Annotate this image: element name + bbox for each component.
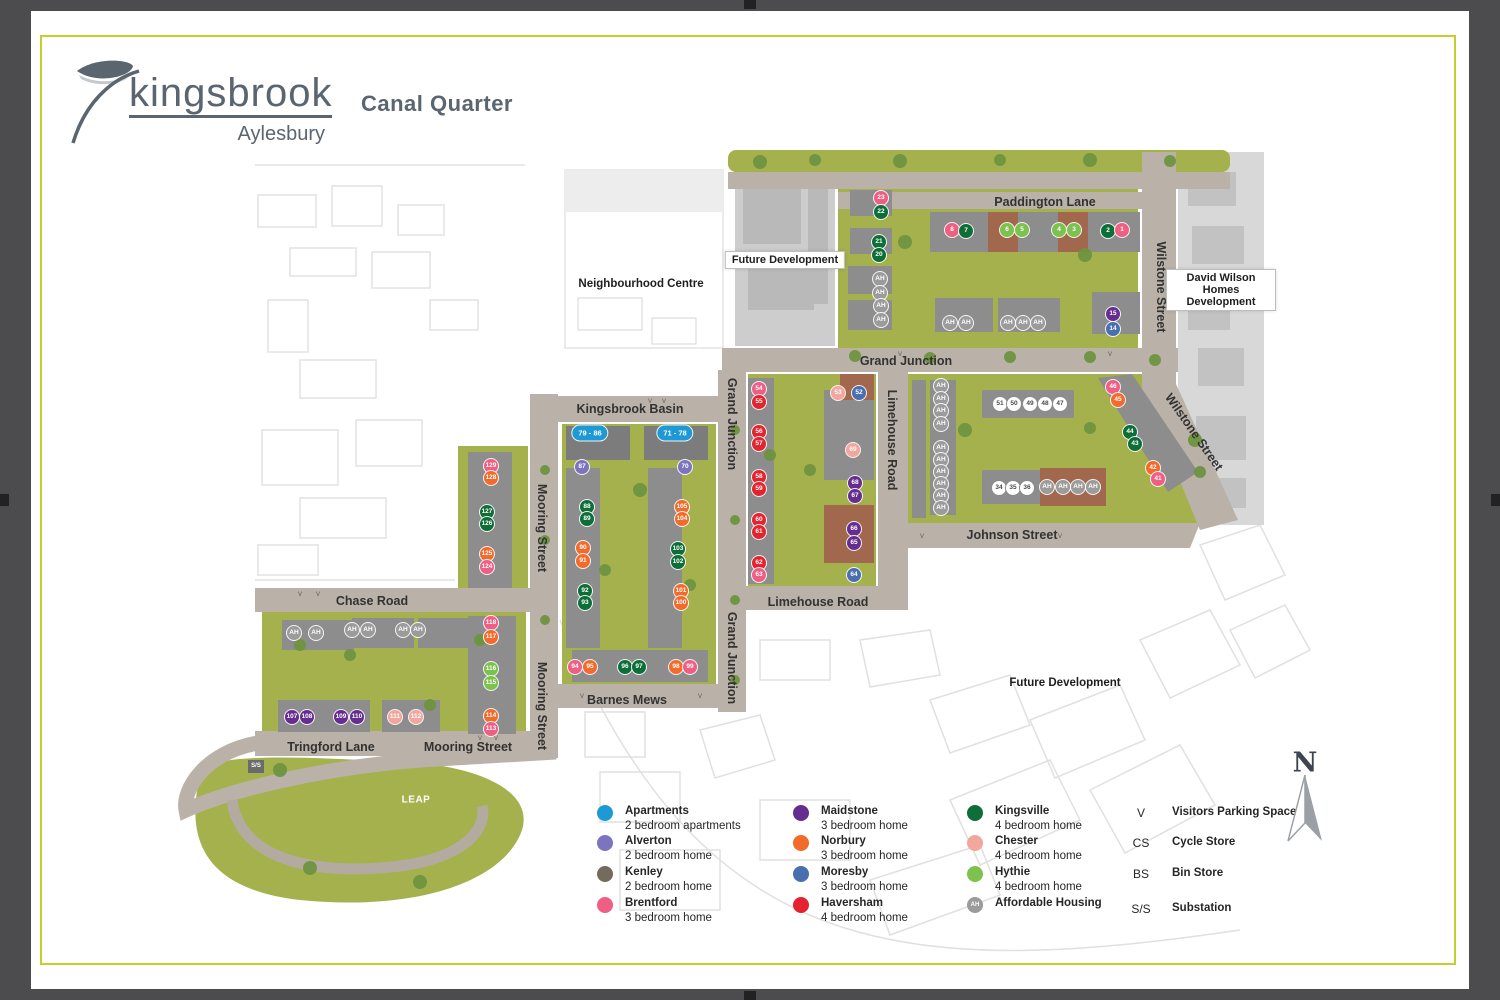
legend-item-maidstone: Maidstone 3 bedroom home [793, 804, 908, 834]
maidstone-color-dot [793, 805, 809, 821]
north-arrow-icon [1287, 774, 1322, 842]
svg-text:V: V [478, 736, 482, 742]
legend-item-alverton: Alverton 2 bedroom home [597, 834, 712, 864]
svg-text:V: V [1058, 534, 1062, 540]
legend-label-bin-store: Bin Store [1172, 867, 1224, 879]
legend-item-kenley: Kenley 2 bedroom home [597, 865, 712, 895]
brentford-color-dot [597, 897, 613, 913]
brand-name: kingsbrook [129, 73, 333, 118]
legend-name: Maidstone [821, 805, 878, 817]
legend-desc: 3 bedroom home [821, 880, 908, 893]
svg-text:V: V [648, 399, 652, 405]
regmark-top [744, 0, 756, 9]
legend-item-norbury: Norbury 3 bedroom home [793, 834, 908, 864]
legend-code-substation: S/S [1131, 902, 1151, 916]
legend-desc: 3 bedroom home [625, 911, 712, 924]
legend-desc: 3 bedroom home [821, 849, 908, 862]
page-title: Canal Quarter [361, 91, 513, 116]
affordable-housing-color-dot: AH [967, 897, 983, 913]
kingsville-color-dot [967, 805, 983, 821]
legend-item-kingsville: Kingsville 4 bedroom home [967, 804, 1082, 834]
legend-desc: 2 bedroom home [625, 849, 712, 862]
legend-name: Chester [995, 835, 1038, 847]
legend-name: Kingsville [995, 805, 1050, 817]
legend-name: Affordable Housing [995, 897, 1102, 909]
legend-label-cycle-store: Cycle Store [1172, 836, 1236, 848]
norbury-color-dot [793, 835, 809, 851]
legend-desc: 2 bedroom apartments [625, 819, 741, 832]
legend-desc: 2 bedroom home [625, 880, 712, 893]
svg-text:V: V [298, 592, 302, 598]
legend-name: Norbury [821, 835, 866, 847]
hythie-color-dot [967, 866, 983, 882]
legend-item-affordable-housing: AH Affordable Housing [967, 896, 1102, 913]
chester-color-dot [967, 835, 983, 851]
regmark-right [1491, 494, 1500, 506]
svg-text:V: V [898, 352, 902, 358]
legend-item-hythie: Hythie 4 bedroom home [967, 865, 1082, 895]
legend-name: Kenley [625, 866, 663, 878]
svg-text:V: V [316, 592, 320, 598]
legend-name: Hythie [995, 866, 1031, 878]
legend-item-haversham: Haversham 4 bedroom home [793, 896, 908, 926]
svg-text:V: V [494, 736, 498, 742]
plan-page: kingsbrook Aylesbury Canal Quarter [31, 11, 1469, 989]
svg-text:V: V [1108, 352, 1112, 358]
apartments-color-dot [597, 805, 613, 821]
legend-name: Apartments [625, 805, 689, 817]
brand-location: Aylesbury [237, 123, 325, 145]
regmark-left [0, 494, 9, 506]
legend-name: Haversham [821, 897, 884, 909]
regmark-bottom [744, 991, 756, 1000]
legend-desc: 4 bedroom home [995, 849, 1082, 862]
legend-code-visitors-parking-space: V [1136, 806, 1146, 820]
legend-desc: 4 bedroom home [821, 911, 908, 924]
legend-label-substation: Substation [1172, 902, 1232, 914]
legend-name: Brentford [625, 897, 678, 909]
legend-label-visitors-parking-space: Visitors Parking Space [1172, 806, 1297, 818]
svg-text:V: V [580, 694, 584, 700]
legend-item-brentford: Brentford 3 bedroom home [597, 896, 712, 926]
svg-text:V: V [662, 399, 666, 405]
brand-logo: kingsbrook Aylesbury [71, 55, 371, 150]
kingsbrook-leaf-icon [71, 60, 140, 144]
legend-item-chester: Chester 4 bedroom home [967, 834, 1082, 864]
legend-desc: 4 bedroom home [995, 819, 1082, 832]
svg-text:V: V [920, 534, 924, 540]
haversham-color-dot [793, 897, 809, 913]
legend-item-moresby: Moresby 3 bedroom home [793, 865, 908, 895]
legend-desc: 4 bedroom home [995, 880, 1082, 893]
kenley-color-dot [597, 866, 613, 882]
legend-item-apartments: Apartments 2 bedroom apartments [597, 804, 741, 834]
legend-code-cycle-store: CS [1132, 836, 1150, 850]
legend-desc: 3 bedroom home [821, 819, 908, 832]
alverton-color-dot [597, 835, 613, 851]
north-label: N [1292, 747, 1318, 779]
svg-text:V: V [698, 694, 702, 700]
legend-code-bin-store: BS [1132, 867, 1150, 881]
legend-name: Alverton [625, 835, 672, 847]
moresby-color-dot [793, 866, 809, 882]
legend-name: Moresby [821, 866, 869, 878]
